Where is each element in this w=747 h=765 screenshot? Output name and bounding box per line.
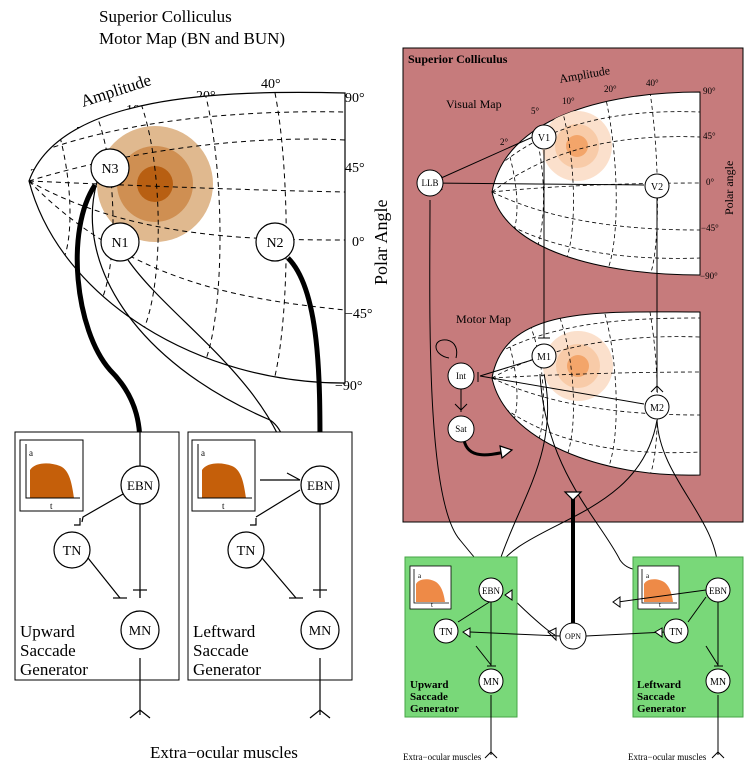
right-polar-tick-m45: −45° (701, 223, 719, 233)
svg-text:M2: M2 (650, 403, 664, 414)
svg-text:Sat: Sat (455, 424, 467, 434)
svg-text:Generator: Generator (20, 660, 88, 679)
right-connections (429, 135, 724, 642)
svg-text:TN: TN (63, 544, 82, 559)
right-amp-tick-40: 40° (646, 78, 659, 88)
svg-text:N3: N3 (101, 162, 118, 177)
sc-title: Superior Colliculus (408, 52, 508, 66)
svg-text:Generator: Generator (193, 660, 261, 679)
svg-text:N2: N2 (266, 236, 283, 251)
neuron-int: Int (447, 362, 475, 390)
neuron-v2: V2 (644, 173, 670, 199)
svg-text:EBN: EBN (127, 478, 154, 493)
motor-map-label: Motor Map (456, 312, 511, 326)
left-neuron-n2: N2 (255, 222, 295, 262)
left-polar-tick-45: 45° (345, 161, 365, 176)
svg-text:EBN: EBN (482, 586, 501, 596)
svg-text:Saccade: Saccade (193, 641, 249, 660)
svg-text:t: t (222, 501, 225, 511)
right-polar-angle-label: Polar angle (722, 161, 736, 215)
right-amp-tick-10: 10° (562, 96, 575, 106)
right-upward-generator: a t EBN TN MN Upward Saccade Generator (404, 556, 561, 759)
svg-text:a: a (29, 448, 33, 458)
neuron-opn: OPN (559, 622, 587, 650)
svg-text:MN: MN (710, 677, 726, 688)
svg-text:V2: V2 (651, 182, 663, 193)
opn-arrow (563, 491, 583, 501)
left-leftward-generator: a t EBN TN MN Leftward Saccade Generator (187, 431, 353, 719)
left-muscles-label: Extra−ocular muscles (150, 743, 298, 762)
left-polar-tick-90: 90° (345, 91, 365, 106)
visual-map-label: Visual Map (446, 97, 502, 111)
svg-text:TN: TN (669, 627, 682, 638)
left-polar-angle-label: Polar Angle (371, 199, 391, 285)
left-polar-tick-m45: −45° (345, 307, 373, 322)
svg-text:TN: TN (439, 627, 452, 638)
svg-text:Generator: Generator (637, 703, 686, 715)
svg-text:a: a (201, 448, 205, 458)
left-title-line2: Motor Map (BN and BUN) (99, 29, 285, 48)
svg-text:Upward: Upward (20, 622, 75, 641)
right-amp-tick-20: 20° (604, 84, 617, 94)
svg-text:Saccade: Saccade (410, 691, 448, 703)
svg-text:MN: MN (309, 624, 332, 639)
svg-text:EBN: EBN (307, 478, 334, 493)
svg-text:t: t (50, 501, 53, 511)
left-upward-generator: a t EBN TN MN Upward Saccade Generator (14, 430, 180, 719)
svg-text:Int: Int (456, 371, 466, 381)
left-neuron-n1: N1 (100, 222, 140, 262)
svg-text:Saccade: Saccade (637, 691, 675, 703)
right-leftward-generator: a t EBN TN MN Leftward Saccade Generator (585, 556, 744, 759)
right-amp-tick-2: 2° (500, 137, 509, 147)
sat-arrow (499, 445, 514, 460)
left-amp-tick-40: 40° (261, 77, 281, 92)
svg-text:OPN: OPN (565, 632, 581, 641)
svg-text:Leftward: Leftward (637, 679, 681, 691)
svg-text:V1: V1 (538, 133, 550, 144)
svg-text:TN: TN (237, 544, 256, 559)
left-polar-tick-0: 0° (352, 235, 365, 250)
svg-text:a: a (418, 572, 422, 580)
svg-text:t: t (431, 601, 433, 609)
neuron-m1: M1 (531, 343, 557, 369)
svg-text:a: a (646, 572, 650, 580)
neuron-m2: M2 (644, 394, 670, 420)
svg-text:MN: MN (483, 677, 499, 688)
svg-text:Saccade: Saccade (20, 641, 76, 660)
neuron-llb: LLB (416, 169, 444, 197)
svg-text:N1: N1 (111, 236, 128, 251)
right-polar-tick-m90: −90° (700, 271, 718, 281)
right-muscles-right-label: Extra−ocular muscles (628, 752, 707, 762)
right-muscles-left-label: Extra−ocular muscles (403, 752, 482, 762)
neuron-v1: V1 (531, 124, 557, 150)
svg-text:Generator: Generator (410, 703, 459, 715)
neuron-sat: Sat (447, 415, 475, 443)
svg-text:t: t (659, 601, 661, 609)
right-amp-tick-5: 5° (531, 106, 540, 116)
left-neuron-n3: N3 (90, 148, 130, 188)
left-title-line1: Superior Colliculus (99, 7, 232, 26)
right-polar-tick-90: 90° (703, 86, 716, 96)
svg-text:M1: M1 (537, 352, 551, 363)
svg-text:Leftward: Leftward (193, 622, 256, 641)
svg-text:LLB: LLB (422, 178, 439, 188)
right-polar-tick-45: 45° (703, 131, 716, 141)
svg-text:MN: MN (129, 624, 152, 639)
svg-text:EBN: EBN (709, 586, 728, 596)
svg-text:Upward: Upward (410, 679, 449, 691)
right-polar-tick-0: 0° (706, 177, 715, 187)
